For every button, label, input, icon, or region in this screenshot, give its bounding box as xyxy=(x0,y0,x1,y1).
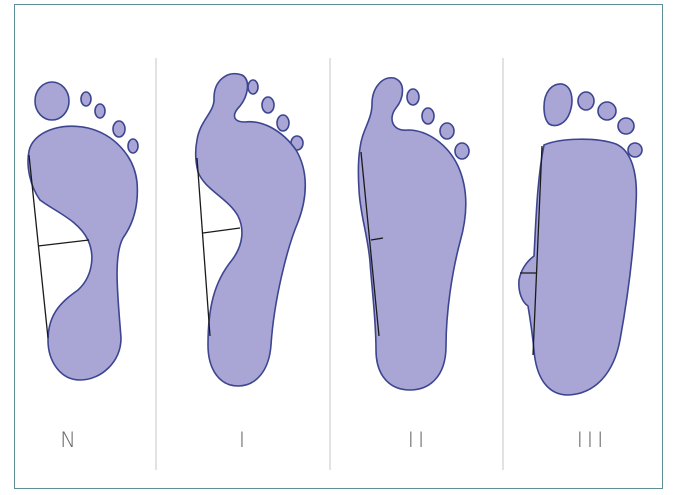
label-normal: N xyxy=(60,428,80,452)
toe-5 xyxy=(128,139,138,153)
toe-4 xyxy=(113,121,125,137)
label-degree-3: III xyxy=(577,428,608,452)
toe-3 xyxy=(598,102,616,120)
toe-2 xyxy=(578,92,594,110)
toe-2 xyxy=(81,92,91,106)
arch-width-line xyxy=(38,240,89,246)
toe-5 xyxy=(628,143,642,157)
toe-3 xyxy=(262,97,274,113)
footprint-degree-2 xyxy=(358,78,469,390)
label-degree-1: I xyxy=(239,428,249,452)
footprint-normal xyxy=(28,82,138,380)
toe-big xyxy=(35,82,69,120)
toe-4 xyxy=(277,115,289,131)
toe-big xyxy=(544,84,572,126)
arch-width-line xyxy=(203,228,240,233)
footprint-degree-1 xyxy=(196,74,306,386)
toe-2 xyxy=(248,80,258,94)
toe-4 xyxy=(618,118,634,134)
label-degree-2: II xyxy=(408,428,428,452)
toe-4 xyxy=(440,123,454,139)
toe-5 xyxy=(455,143,469,159)
sole xyxy=(28,126,137,380)
toe-3 xyxy=(422,108,434,124)
toe-2 xyxy=(407,89,419,105)
footprint-degree-3 xyxy=(519,84,642,395)
toe-3 xyxy=(95,104,105,118)
